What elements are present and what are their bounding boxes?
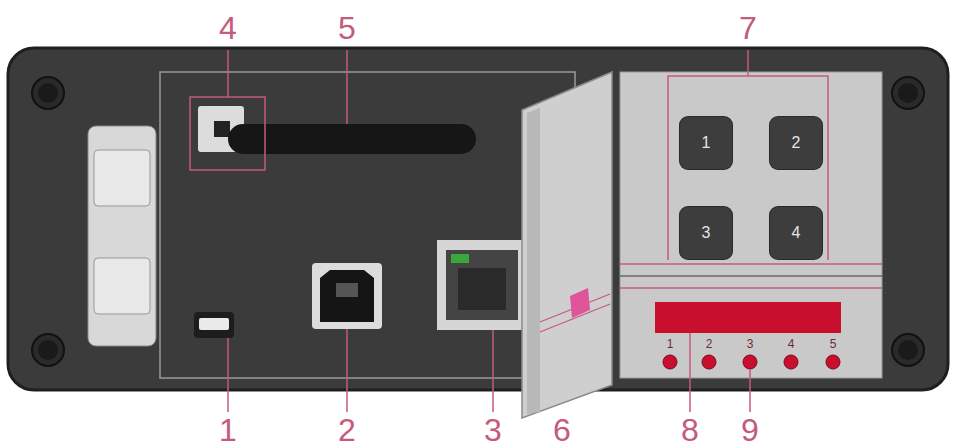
callout-number: 9: [741, 412, 759, 448]
push-button: 2: [770, 117, 822, 169]
callout-number: 4: [219, 10, 237, 47]
callout-number: 8: [681, 412, 699, 448]
led-number: 3: [747, 337, 754, 351]
button-number: 1: [702, 134, 711, 152]
push-button: 1: [680, 117, 732, 169]
led-number: 2: [706, 337, 713, 351]
callout-number: 1: [219, 412, 237, 448]
callout-number: 5: [338, 10, 356, 47]
callout-number: 6: [553, 412, 571, 448]
callout-number: 3: [484, 412, 502, 448]
callout-number: 7: [739, 10, 757, 47]
push-button: 4: [770, 207, 822, 259]
button-number: 4: [792, 224, 801, 242]
push-button: 3: [680, 207, 732, 259]
callout-number: 2: [338, 412, 356, 448]
button-number: 2: [792, 134, 801, 152]
button-number: 3: [702, 224, 711, 242]
led-number: 4: [788, 337, 795, 351]
led-number: 1: [667, 337, 674, 351]
led-number: 5: [830, 337, 837, 351]
